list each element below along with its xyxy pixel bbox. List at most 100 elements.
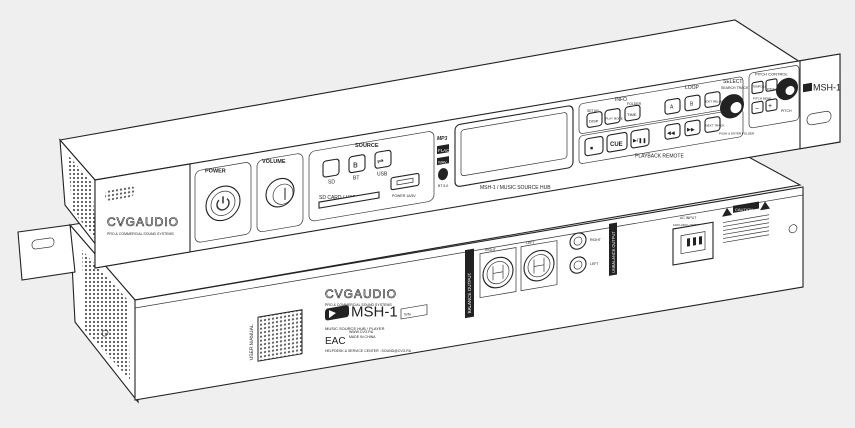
usb-source-button[interactable] [374,149,392,169]
balance-output-label: BALANCE OUTPUT [467,272,472,314]
loop-a-button[interactable]: A [664,97,681,115]
bt-source-button[interactable] [348,154,366,174]
usb-label: USB [377,171,388,177]
rear-brand-tagline: PRO & COMMERCIAL SOUND SYSTEMS [325,303,392,307]
eac-mark: EAC [325,336,346,347]
pitch-section [748,65,800,129]
fast-forward-icon: ▶▶ [687,127,695,133]
front-model-logo: MSH-1 [813,83,841,93]
rack-slot [31,237,55,250]
setup-label: SETUP [587,109,599,113]
prev-button[interactable]: ◀◀ [664,122,681,140]
rear-brand-logo: CVGAUDIO [325,287,397,301]
warning-triangle-icon [722,207,732,217]
caution-label: CAUTION [735,207,753,212]
source-label: SOURCE [355,143,379,149]
bt-label: BT [353,175,359,181]
rewind-icon: ◀◀ [667,130,675,136]
pitch-button-label: PITCH [767,87,775,91]
search-track-label: SEARCH TRACK [721,86,749,90]
right-rack-ear [799,53,841,150]
stop-button[interactable]: ■ [584,135,604,157]
pitch-knob-label: PITCH [781,109,792,113]
disp-button[interactable]: DISP [586,111,603,128]
pitch-plus-button[interactable]: + [765,98,778,112]
display-label: MSH-1 / MUSIC SOURCE HUB [480,185,551,191]
exit-reloop-label: EXIT RELOOP [706,100,726,104]
rca-right-jack [569,232,587,250]
next-track-button[interactable]: NEXT TRACK [704,116,725,133]
mp3-badge: MP3 [437,136,448,142]
exit-reloop-button[interactable]: EXIT RELOOP [704,90,726,108]
ground-screw [788,224,798,234]
cue-label: CUE [610,142,623,148]
bluetooth-badge-icon [438,168,448,181]
loop-label: LOOP [685,85,700,91]
volume-section [256,153,304,233]
loop-b-button[interactable]: B [684,94,701,112]
next-button[interactable]: ▶▶ [684,119,701,137]
source-section [308,131,435,222]
xlr-right-connector [479,247,517,299]
serial-number-box [400,304,428,320]
pitch-knob[interactable] [776,76,798,102]
push-enter-label: PUSH & ENTER FOLDER [719,131,755,135]
flac-badge: FLAC [438,148,450,153]
bt-version-label: BT 5.0 [438,184,448,188]
power-label: POWER [205,168,226,174]
usb-icon: ⇌ [377,156,384,165]
usb-port[interactable] [390,172,420,191]
pitch-button[interactable]: PITCH [765,78,778,93]
front-brand-logo: CVGAUDIO [107,215,179,229]
pitch-bend-label: PITCH BEND [753,97,772,101]
rca-right-label: RIGHT [590,238,602,242]
pitch-minus-button[interactable]: − [751,100,764,115]
loop-b-label: B [690,101,694,107]
info-loop-section [578,76,744,134]
front-brand-tagline: PRO & COMMERCIAL SOUND SYSTEMS [107,232,174,236]
play-mode-button[interactable]: PLAY MODE [604,108,623,125]
service-line: HELPDESK & SERVICE CENTER : SOUND@CVG.RU [325,349,412,353]
time-button-label: TIME [627,112,637,117]
rear-subtitle: MUSIC SOURCE HUB / PLAYER [325,326,385,331]
play-logo-icon [803,82,812,93]
next-track-label: NEXT TRACK [706,124,725,128]
user-manual-label: USER MANUAL [249,324,255,361]
play-pause-icon: ▶/❚❚ [633,138,647,144]
wav-badge: WAV [438,159,447,164]
time-button[interactable]: TIME [624,104,641,122]
sd-card-slot[interactable] [318,191,380,209]
front-panel: CVGAUDIO PRO & COMMERCIAL SOUND SYSTEMS … [94,53,841,269]
volume-knob[interactable] [265,176,295,209]
ac-spec-label: 100V-240V~ 50/60HZ 15W [673,223,709,227]
play-pause-button[interactable]: ▶/❚❚ [630,128,650,149]
loop-a-label: A [670,105,674,111]
sd-label: SD [328,180,335,186]
xlr-left-label: LEFT [526,241,535,245]
ac-input-label: AC INPUT [680,216,697,220]
usb-port-label: POWER 1A/5V [392,194,416,198]
playback-section [578,108,744,164]
disp-button-label: DISP [589,118,599,123]
cue-button[interactable]: CUE [606,131,628,153]
power-icon [216,198,230,211]
side-vents [82,250,130,380]
balance-output-label-bg [465,248,474,319]
minus-icon: − [755,105,759,112]
bluetooth-icon: ʙ [353,159,358,169]
power-button[interactable] [205,183,241,223]
front-unit: CVGAUDIO PRO & COMMERCIAL SOUND SYSTEMS … [58,19,841,269]
serial-number-field: S/N [404,312,411,317]
qr-code [257,309,303,362]
rear-panel: USER MANUAL CVGAUDIO PRO & COMMERCIAL SO… [101,186,804,401]
tempo-lock-label: TEMPO LOCK [753,84,771,88]
select-knob[interactable] [720,92,744,120]
rack-slot [105,186,135,201]
rca-left-jack [569,256,587,274]
folder-label: FOLDER [627,102,642,106]
sd-source-button[interactable] [322,158,340,178]
plus-icon: + [768,103,772,110]
xlr-right-label: RIGHT [485,248,497,252]
volume-label: VOLUME [262,159,286,165]
tempo-lock-button[interactable]: TEMPO LOCK [751,80,771,95]
